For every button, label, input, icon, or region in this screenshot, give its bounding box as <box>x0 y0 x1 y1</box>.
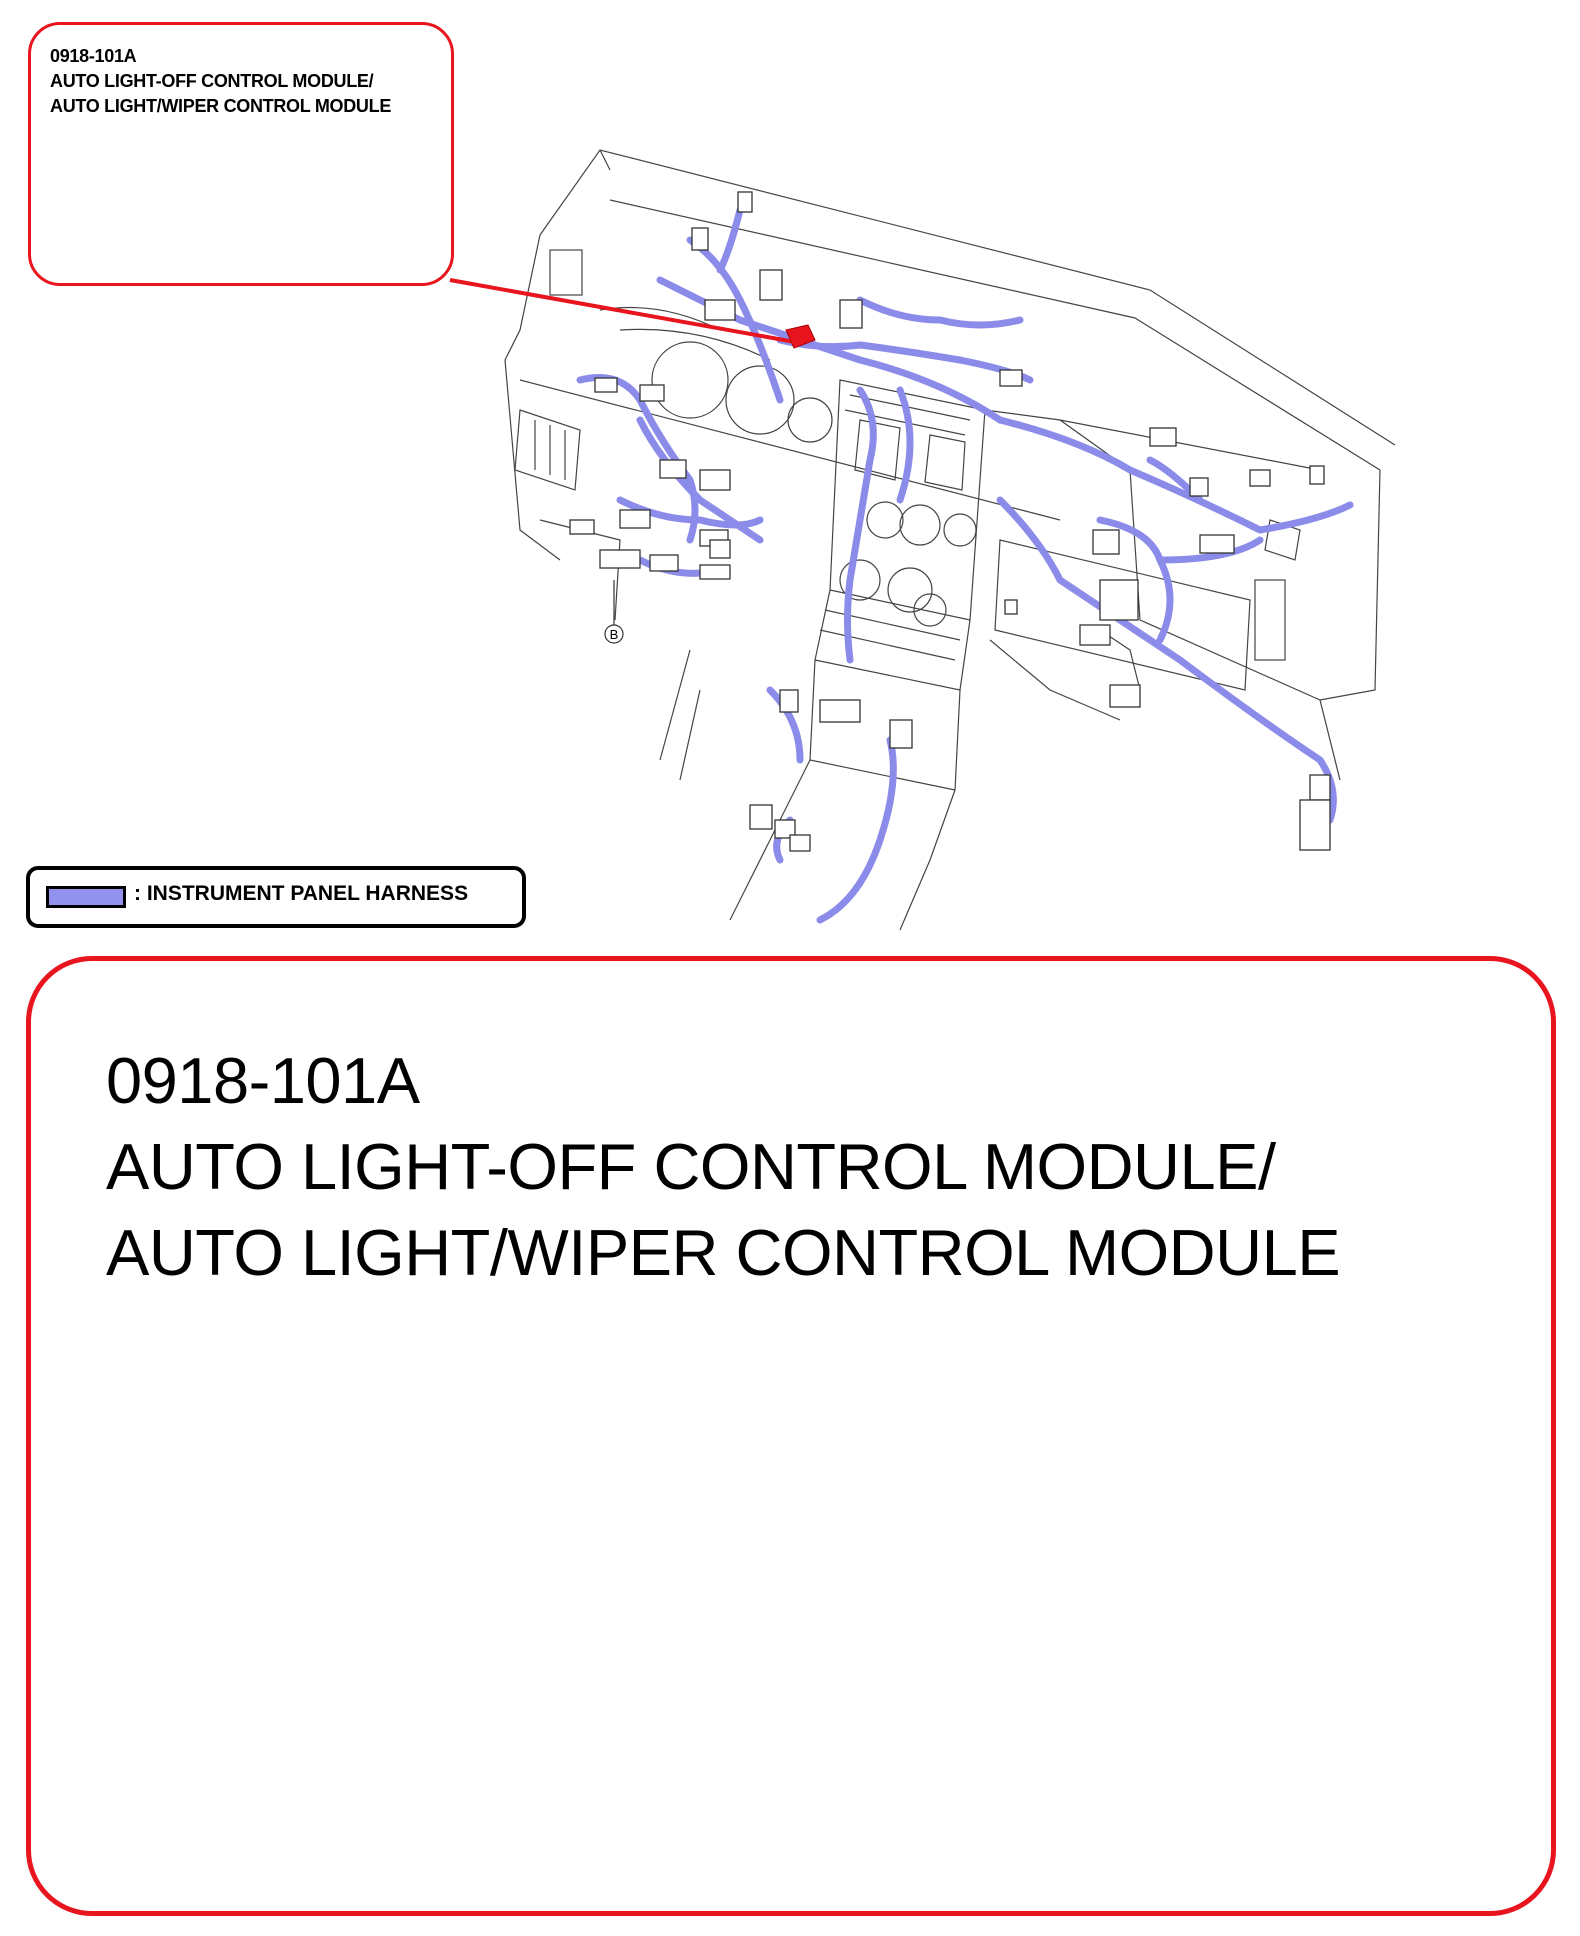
connector-detail-title: 0918-101A AUTO LIGHT-OFF CONTROL MODULE/… <box>106 1038 1341 1296</box>
harness-color-swatch <box>46 886 126 908</box>
callout-name-line2: AUTO LIGHT/WIPER CONTROL MODULE <box>50 96 392 116</box>
legend-label: : INSTRUMENT PANEL HARNESS <box>134 882 469 905</box>
callout-name-line1: AUTO LIGHT-OFF CONTROL MODULE/ <box>50 71 374 91</box>
harness-connectors <box>569 191 1331 852</box>
detail-code: 0918-101A <box>106 1044 420 1117</box>
detail-name-line2: AUTO LIGHT/WIPER CONTROL MODULE <box>106 1216 1341 1289</box>
ground-point-label: B <box>610 627 619 642</box>
legend: : INSTRUMENT PANEL HARNESS <box>26 866 526 928</box>
callout-code: 0918-101A <box>50 46 137 66</box>
target-connector-marker <box>449 278 816 349</box>
ground-point-b: B <box>604 580 624 644</box>
instrument-panel-harness <box>576 206 1354 924</box>
callout-title: 0918-101A AUTO LIGHT-OFF CONTROL MODULE/… <box>50 44 391 119</box>
detail-name-line1: AUTO LIGHT-OFF CONTROL MODULE/ <box>106 1130 1276 1203</box>
connector-callout-small <box>28 22 454 286</box>
connector-detail-panel <box>26 956 1556 1916</box>
